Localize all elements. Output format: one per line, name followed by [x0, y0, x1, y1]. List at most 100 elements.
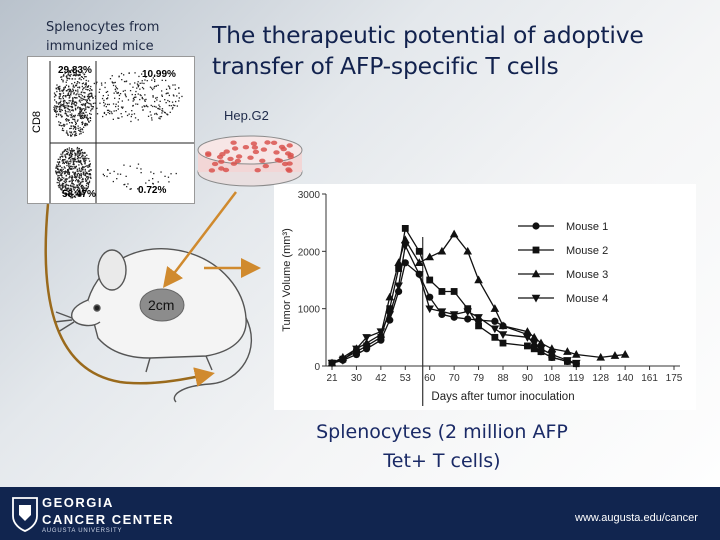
flow-dot: [73, 173, 76, 175]
flow-dot: [152, 96, 154, 98]
flow-dot: [65, 192, 68, 195]
y-tick-label: 3000: [298, 190, 321, 201]
flow-dot: [62, 89, 65, 91]
flow-dot: [70, 187, 72, 189]
flow-dot: [76, 189, 78, 192]
flow-dot: [118, 76, 120, 78]
flow-dot: [103, 112, 106, 114]
flow-dot: [58, 103, 60, 105]
flow-dot: [83, 74, 85, 76]
flow-dot: [88, 174, 90, 176]
flow-dot: [70, 135, 72, 137]
flow-dot: [67, 163, 70, 165]
flow-dot: [82, 193, 84, 195]
flow-dot: [67, 108, 69, 110]
flow-dot: [161, 112, 163, 114]
flow-dot: [107, 94, 109, 96]
flow-dot: [80, 185, 83, 187]
flow-dot: [107, 97, 109, 99]
cell-dot: [287, 152, 294, 158]
flow-dot: [69, 156, 71, 159]
flow-cytometry-plot: CD8 29.83% 10.99% 58.47% 0.72%: [27, 56, 195, 204]
flow-dot: [64, 72, 66, 74]
flow-dot: [58, 121, 60, 123]
flow-dot: [67, 162, 70, 164]
flow-dot: [83, 191, 85, 194]
flow-dot: [75, 191, 77, 194]
flow-dot: [56, 167, 58, 169]
flow-dot: [70, 132, 72, 134]
flow-dot: [80, 93, 82, 95]
flow-dot: [70, 125, 73, 127]
flow-dot: [63, 107, 66, 109]
flow-dot: [140, 172, 142, 174]
flow-dot: [86, 102, 88, 104]
flow-dot: [62, 160, 64, 162]
flow-dot: [132, 100, 134, 102]
flow-dot: [58, 163, 60, 166]
cell-dot: [227, 156, 234, 162]
flow-dot: [82, 171, 84, 173]
flow-dot: [84, 105, 86, 107]
flow-dot: [59, 185, 62, 187]
flow-dot: [55, 166, 57, 168]
flow-dot: [88, 176, 90, 178]
flow-dot: [78, 173, 81, 175]
flow-dot: [103, 175, 105, 177]
flow-dot: [109, 172, 111, 174]
flow-dot: [130, 188, 132, 190]
flow-dot: [83, 174, 85, 176]
flow-dot: [161, 90, 163, 92]
data-point: [425, 305, 435, 314]
flow-dot: [175, 100, 177, 103]
flow-dot: [78, 157, 80, 159]
footer-url[interactable]: www.augusta.edu/cancer: [575, 512, 698, 524]
flow-dot: [63, 88, 65, 90]
flow-dot: [86, 114, 88, 116]
legend-entry: Mouse 4: [518, 293, 608, 305]
flow-dot: [67, 73, 69, 75]
flow-ylabel: CD8: [31, 111, 43, 133]
org-line2: CANCER CENTER: [42, 512, 175, 527]
flow-dot: [57, 177, 59, 179]
flow-dot: [86, 180, 88, 182]
flow-dot: [63, 171, 65, 173]
data-point: [362, 334, 371, 342]
data-point: [362, 338, 371, 347]
x-tick-label: 60: [424, 373, 436, 384]
flow-dot: [87, 186, 89, 188]
flow-dot: [79, 161, 82, 163]
footer-bar: GEORGIA CANCER CENTER AUGUSTA UNIVERSITY…: [0, 487, 720, 540]
flow-dot: [150, 186, 152, 189]
data-point: [400, 235, 410, 244]
flow-dot: [80, 193, 82, 196]
flow-dot: [88, 93, 90, 95]
flow-dot: [57, 158, 59, 160]
flow-dot: [71, 177, 73, 179]
flow-dot: [77, 172, 80, 175]
flow-dot: [72, 163, 74, 165]
flow-dot: [137, 84, 139, 86]
flow-dot: [82, 122, 84, 124]
flow-dot: [151, 79, 153, 81]
flow-dot: [76, 184, 78, 186]
flow-plot-svg: CD8 29.83% 10.99% 58.47% 0.72%: [31, 61, 194, 203]
flow-dot: [56, 90, 58, 93]
flow-dot: [78, 191, 80, 193]
flow-dot: [64, 154, 66, 156]
flow-dot: [70, 105, 72, 108]
flow-dot: [118, 94, 121, 97]
data-point: [426, 293, 434, 301]
flow-dot: [81, 117, 83, 120]
flow-dot: [67, 111, 69, 113]
flow-dot: [123, 80, 126, 83]
flow-dot: [78, 193, 80, 195]
flow-dot: [68, 164, 70, 166]
flow-dot: [74, 131, 77, 133]
scale-marker: [139, 288, 185, 322]
flow-dot: [53, 92, 56, 94]
data-point: [414, 271, 424, 279]
flow-dot: [86, 117, 88, 119]
data-point: [463, 308, 473, 317]
flow-dot: [85, 83, 87, 85]
